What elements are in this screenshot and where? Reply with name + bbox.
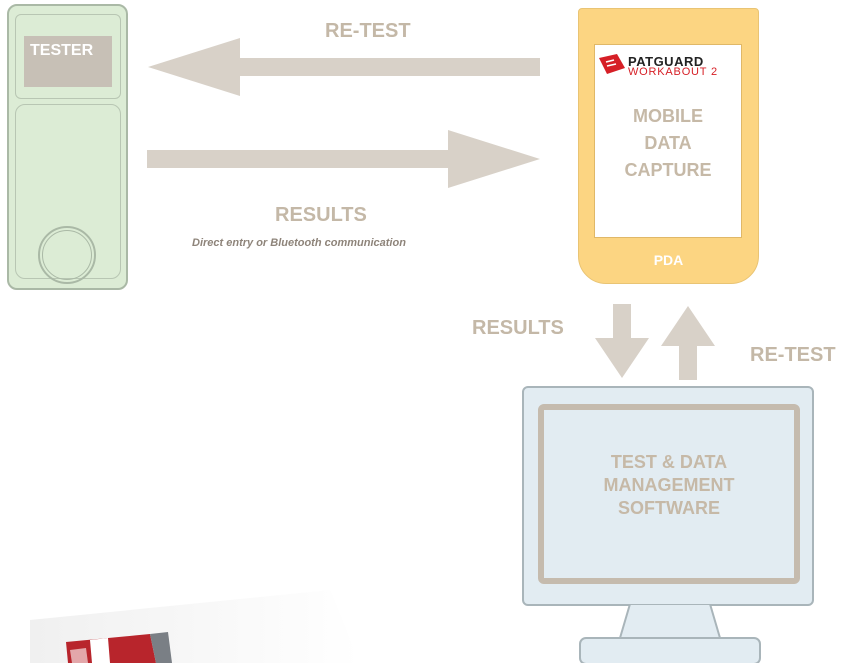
monitor-stand bbox=[579, 604, 761, 663]
tester-button bbox=[38, 226, 96, 284]
up-arrow-icon bbox=[661, 306, 715, 380]
pda-product: WORKABOUT 2 bbox=[628, 66, 718, 78]
pda-label: PDA bbox=[653, 252, 684, 268]
down-arrow-icon bbox=[595, 304, 649, 378]
vertical-arrows bbox=[595, 304, 715, 380]
tester-label: TESTER bbox=[30, 42, 94, 59]
retest-label-top: RE-TEST bbox=[325, 20, 411, 42]
monitor-icon bbox=[522, 386, 814, 606]
horizontal-arrows bbox=[147, 38, 540, 188]
tester-top-panel bbox=[15, 14, 121, 99]
left-arrow-icon bbox=[148, 38, 540, 96]
pda-screen-line: DATA bbox=[644, 133, 692, 153]
results-label-bottom: RESULTS bbox=[472, 317, 564, 339]
monitor-screen-line: MANAGEMENT bbox=[603, 475, 735, 495]
pda-brand: PATGUARD bbox=[628, 54, 704, 69]
patguard-logo-icon bbox=[599, 54, 625, 74]
right-arrow-icon bbox=[147, 130, 540, 188]
pda-screen-line: CAPTURE bbox=[624, 160, 712, 180]
monitor-screen-line: TEST & DATA bbox=[610, 452, 728, 472]
tester-screen bbox=[24, 36, 112, 87]
pda-screen-line: MOBILE bbox=[633, 106, 703, 126]
product-box-partial bbox=[30, 590, 360, 663]
retest-label-bottom: RE-TEST bbox=[750, 344, 836, 366]
communication-note: Direct entry or Bluetooth communication bbox=[192, 237, 406, 249]
tester-button-ring bbox=[42, 230, 92, 280]
monitor-screen bbox=[538, 404, 800, 584]
results-label-top: RESULTS bbox=[275, 204, 367, 226]
pda-screen bbox=[594, 44, 742, 238]
monitor-screen-line: SOFTWARE bbox=[618, 498, 720, 518]
